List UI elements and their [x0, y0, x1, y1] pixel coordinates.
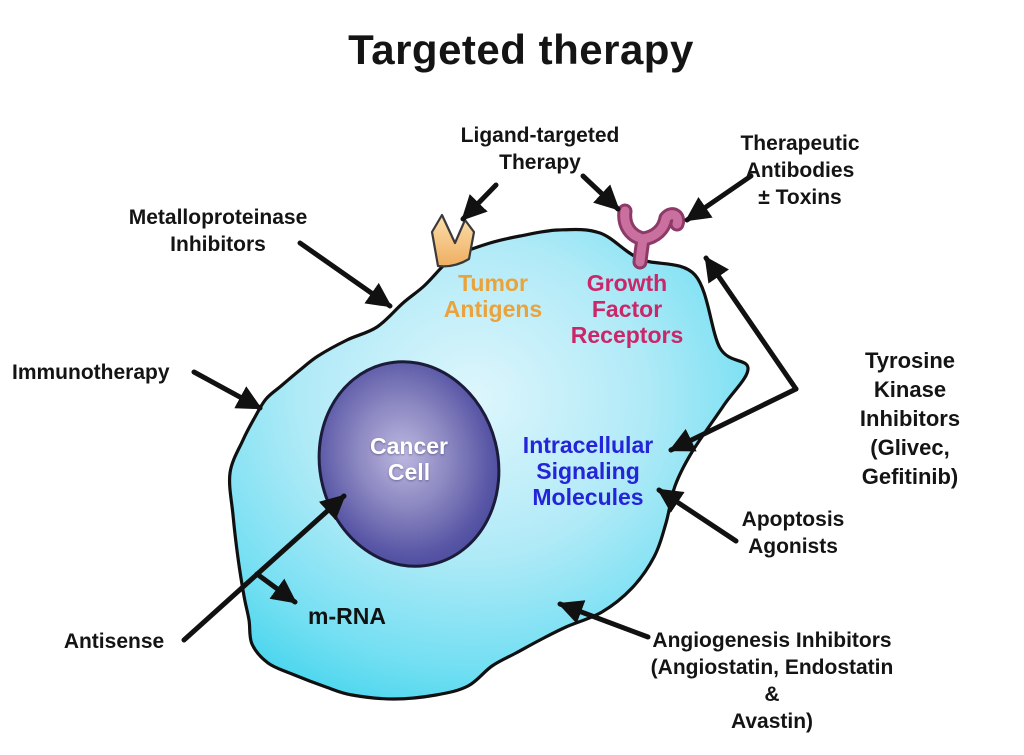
label-antisense: Antisense — [63, 630, 165, 653]
label-cancer-cell: Cancer Cell — [370, 433, 448, 485]
arrow-ligand-left — [460, 182, 499, 222]
arrow-tyrosine-to-receptor — [703, 255, 799, 392]
label-mrna: m-RNA — [308, 603, 386, 629]
label-growth-factor-receptors: Growth Factor Receptors — [570, 270, 684, 348]
arrow-ligand-right — [580, 173, 621, 212]
arrow-antisense-to-mrna — [254, 571, 298, 605]
arrow-antibodies — [684, 173, 754, 223]
label-immunotherapy: Immunotherapy — [12, 361, 170, 384]
arrow-apoptosis — [656, 487, 739, 544]
cancer-cell-nucleus — [317, 360, 501, 568]
label-tumor-antigens: Tumor Antigens — [443, 270, 543, 322]
arrow-tyrosine-to-signaling — [668, 386, 799, 453]
arrow-antisense-to-nucleus — [181, 493, 347, 643]
tumor-antigen-icon — [430, 213, 476, 268]
label-metalloproteinase-inhibitors: Metalloproteinase Inhibitors — [128, 206, 308, 256]
arrow-angiogenesis — [557, 600, 651, 640]
page-title: Targeted therapy — [348, 26, 694, 73]
growth-factor-receptor-icon — [617, 203, 686, 270]
arrow-immunotherapy — [191, 369, 263, 411]
label-ligand-targeted-therapy: Ligand-targeted Therapy — [460, 124, 620, 174]
label-tyrosine-kinase-inhibitors: Tyrosine Kinase Inhibitors (Glivec, Gefi… — [859, 348, 961, 489]
label-angiogenesis-inhibitors: Angiogenesis Inhibitors (Angiostatin, En… — [650, 629, 894, 733]
arrow-metalloproteinase — [297, 240, 393, 309]
label-intracellular-signaling: Intracellular Signaling Molecules — [522, 432, 654, 510]
label-therapeutic-antibodies: Therapeutic Antibodies ± Toxins — [740, 132, 860, 209]
label-apoptosis-agonists: Apoptosis Agonists — [741, 508, 845, 558]
